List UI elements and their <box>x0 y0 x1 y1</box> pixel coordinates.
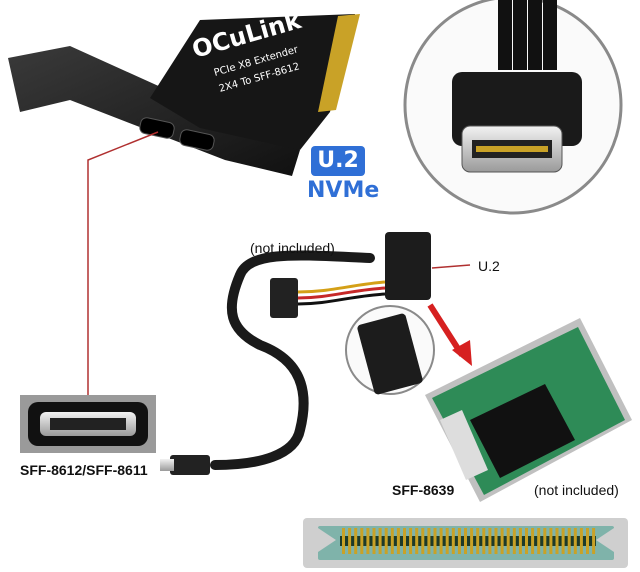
pin <box>403 528 406 554</box>
pin <box>586 528 589 554</box>
pin <box>415 528 419 554</box>
pin <box>372 528 376 554</box>
pin <box>543 528 547 554</box>
pin <box>482 528 486 554</box>
not-included-top-label: (not included) <box>250 240 335 256</box>
pin <box>384 528 388 554</box>
nvme-text: NVMe <box>307 178 380 203</box>
pin <box>518 528 522 554</box>
pin <box>573 528 577 554</box>
pin <box>433 528 437 554</box>
pin <box>470 528 474 554</box>
zoom-circle-u2 <box>345 305 435 395</box>
sff-8639-label: SFF-8639 <box>392 482 455 498</box>
pin <box>342 528 345 554</box>
pin <box>506 528 510 554</box>
pin <box>561 528 565 554</box>
pin <box>531 528 535 554</box>
u2-badge: U.2 <box>311 146 365 176</box>
pin <box>421 528 425 554</box>
card-port-2 <box>179 129 215 151</box>
pinout-pins <box>342 528 596 554</box>
not-included-bottom-label: (not included) <box>534 482 619 498</box>
pin <box>348 528 352 554</box>
pointer-left <box>87 131 159 395</box>
u2-badge-text: U.2 <box>317 148 359 173</box>
u2-pointer-label: U.2 <box>478 258 500 274</box>
pin <box>549 528 553 554</box>
pin <box>592 528 596 554</box>
pin <box>445 528 449 554</box>
pin <box>360 528 364 554</box>
pin <box>500 528 504 554</box>
pin <box>555 528 559 554</box>
pin <box>439 528 443 554</box>
pin <box>537 528 541 554</box>
pin <box>451 528 455 554</box>
adapter-board <box>425 318 632 502</box>
pin <box>488 528 492 554</box>
pin <box>354 528 358 554</box>
pin <box>378 528 382 554</box>
pin <box>512 528 516 554</box>
card-port-1 <box>139 117 175 139</box>
red-arrow <box>427 303 472 366</box>
pin <box>427 528 431 554</box>
pin <box>579 528 583 554</box>
card-bracket <box>8 46 300 176</box>
pin <box>464 528 467 554</box>
pcie-card <box>8 14 360 176</box>
pin <box>494 528 498 554</box>
pin <box>366 528 370 554</box>
zoom-circle-plug <box>403 0 623 215</box>
card-pcb <box>150 14 355 150</box>
pin <box>390 528 394 554</box>
pin <box>457 528 461 554</box>
pin <box>525 528 528 554</box>
pin <box>396 528 400 554</box>
pin <box>409 528 413 554</box>
card-gold-fingers <box>318 14 360 112</box>
pin <box>476 528 480 554</box>
sff-8612-label: SFF-8612/SFF-8611 <box>20 462 148 478</box>
cable <box>160 250 375 475</box>
cable-oculink-plug <box>170 455 210 475</box>
u2-connector <box>270 232 471 318</box>
pin <box>567 528 571 554</box>
zoom-port-photo <box>20 395 156 453</box>
